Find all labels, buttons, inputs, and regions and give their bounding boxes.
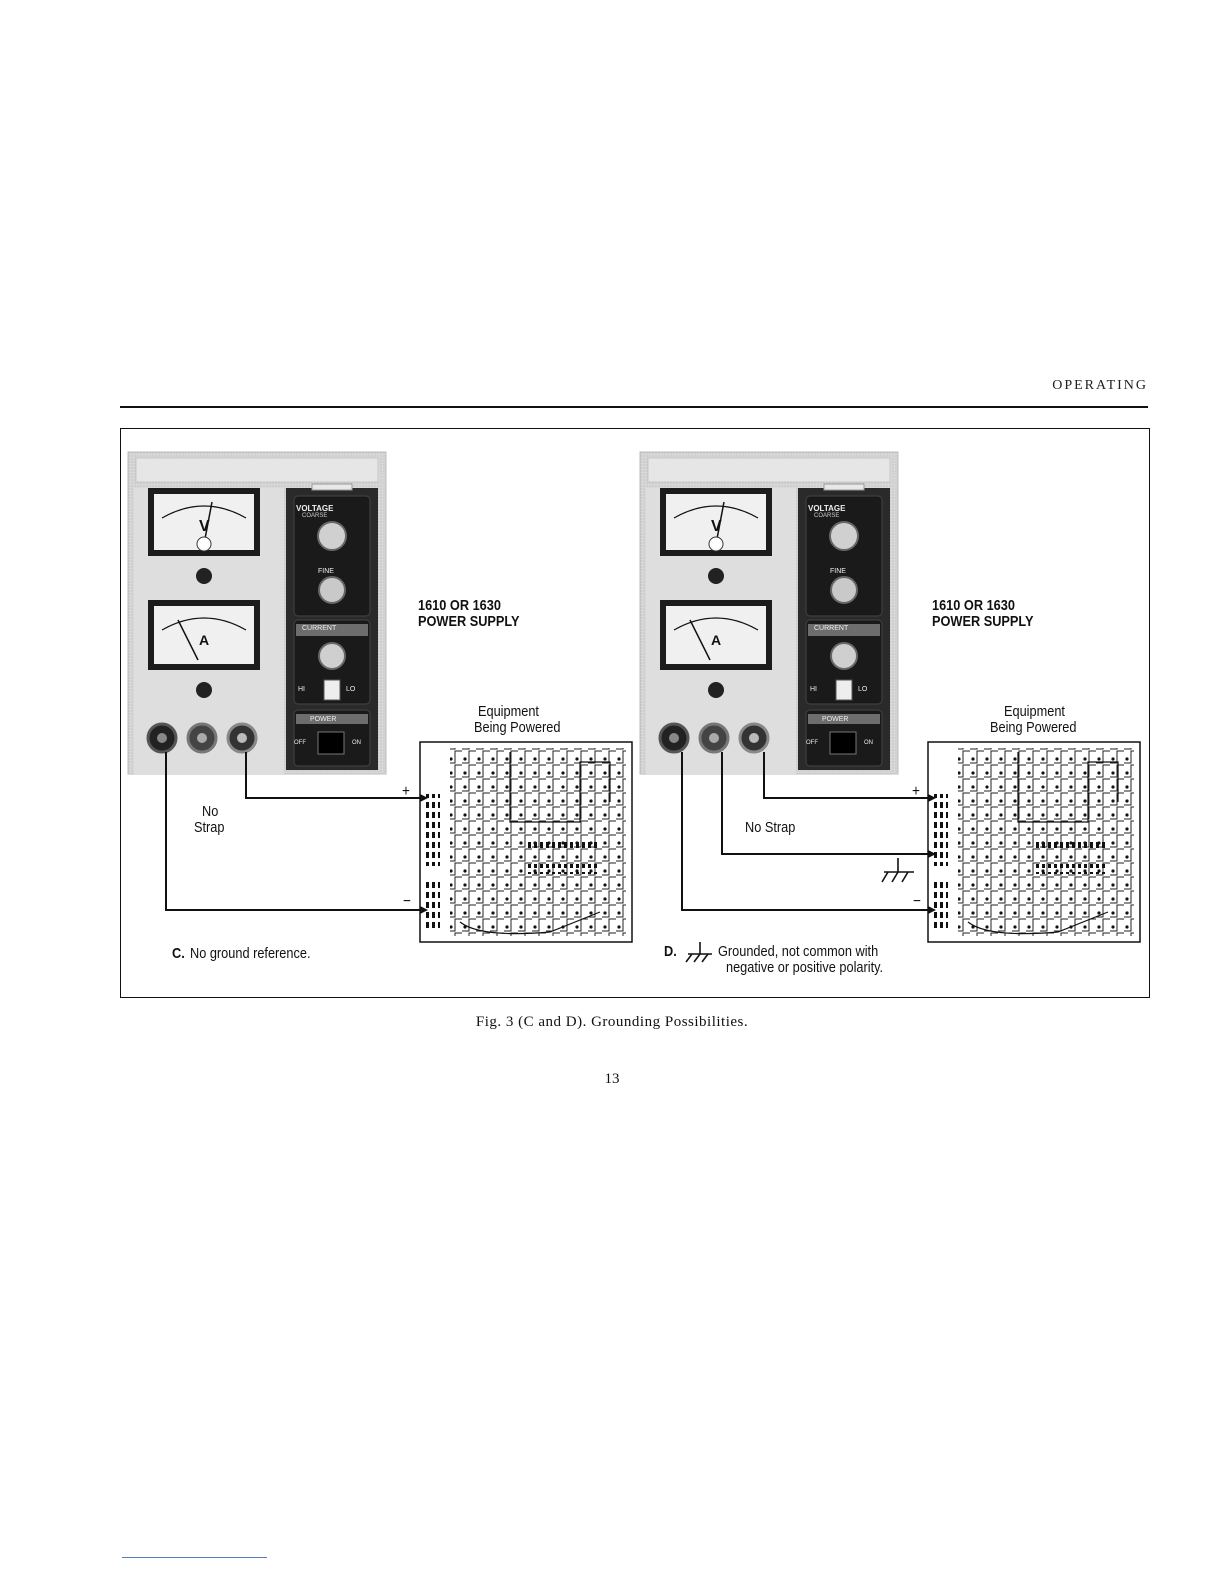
voltage-legend-c: VOLTAGE bbox=[296, 504, 333, 513]
equipment-label-c-line2: Being Powered bbox=[474, 720, 560, 736]
strap-label-c-line1: No bbox=[202, 804, 218, 820]
equipment-label-d-line1: Equipment bbox=[1004, 704, 1065, 720]
supply-label-d-line2: POWER SUPPLY bbox=[932, 614, 1034, 630]
voltage-legend-d: VOLTAGE bbox=[808, 504, 845, 513]
plus-sign-d: + bbox=[912, 784, 920, 800]
fine-legend-c: FINE bbox=[318, 568, 334, 575]
power-supply-d bbox=[640, 452, 898, 774]
equipment-label-d-line2: Being Powered bbox=[990, 720, 1076, 736]
strap-label-d: No Strap bbox=[745, 820, 795, 836]
lo-legend-c: LO bbox=[346, 686, 355, 693]
equipment-board-d bbox=[928, 742, 1140, 942]
caption-text-d-line1: Grounded, not common with bbox=[718, 944, 878, 960]
off-legend-d: OFF bbox=[806, 740, 818, 746]
power-supply-c bbox=[128, 452, 386, 774]
coarse-legend-d: COARSE bbox=[814, 513, 839, 519]
hi-legend-d: HI bbox=[810, 686, 817, 693]
supply-label-d-line1: 1610 OR 1630 bbox=[932, 598, 1015, 614]
minus-sign-c: − bbox=[403, 894, 411, 910]
caption-text-c: No ground reference. bbox=[190, 946, 311, 962]
footnote-rule bbox=[122, 1557, 267, 1558]
amp-meter-letter-c: A bbox=[199, 632, 209, 648]
current-legend-d: CURRENT bbox=[814, 625, 848, 632]
chassis-ground-icon bbox=[882, 858, 914, 882]
caption-ground-icon bbox=[686, 942, 712, 962]
hi-legend-c: HI bbox=[298, 686, 305, 693]
wire-negative-d bbox=[682, 752, 928, 910]
plus-sign-c: + bbox=[402, 784, 410, 800]
amp-meter-letter-d: A bbox=[711, 632, 721, 648]
coarse-legend-c: COARSE bbox=[302, 513, 327, 519]
equipment-label-c-line1: Equipment bbox=[478, 704, 539, 720]
equipment-board-c bbox=[420, 742, 632, 942]
strap-label-c-line2: Strap bbox=[194, 820, 224, 836]
page-number: 13 bbox=[0, 1071, 1224, 1088]
caption-letter-d: D. bbox=[664, 944, 677, 960]
volt-meter-letter-c: V bbox=[199, 518, 210, 536]
minus-sign-d: − bbox=[913, 894, 921, 910]
caption-letter-c: C. bbox=[172, 946, 185, 962]
supply-label-c-line2: POWER SUPPLY bbox=[418, 614, 520, 630]
current-legend-c: CURRENT bbox=[302, 625, 336, 632]
lo-legend-d: LO bbox=[858, 686, 867, 693]
volt-meter-letter-d: V bbox=[711, 518, 722, 536]
on-legend-d: ON bbox=[864, 740, 873, 746]
supply-label-c-line1: 1610 OR 1630 bbox=[418, 598, 501, 614]
caption-text-d-line2: negative or positive polarity. bbox=[726, 960, 883, 976]
figure-caption: Fig. 3 (C and D). Grounding Possibilitie… bbox=[0, 1014, 1224, 1031]
fine-legend-d: FINE bbox=[830, 568, 846, 575]
off-legend-c: OFF bbox=[294, 740, 306, 746]
power-legend-c: POWER bbox=[310, 716, 336, 723]
power-legend-d: POWER bbox=[822, 716, 848, 723]
on-legend-c: ON bbox=[352, 740, 361, 746]
